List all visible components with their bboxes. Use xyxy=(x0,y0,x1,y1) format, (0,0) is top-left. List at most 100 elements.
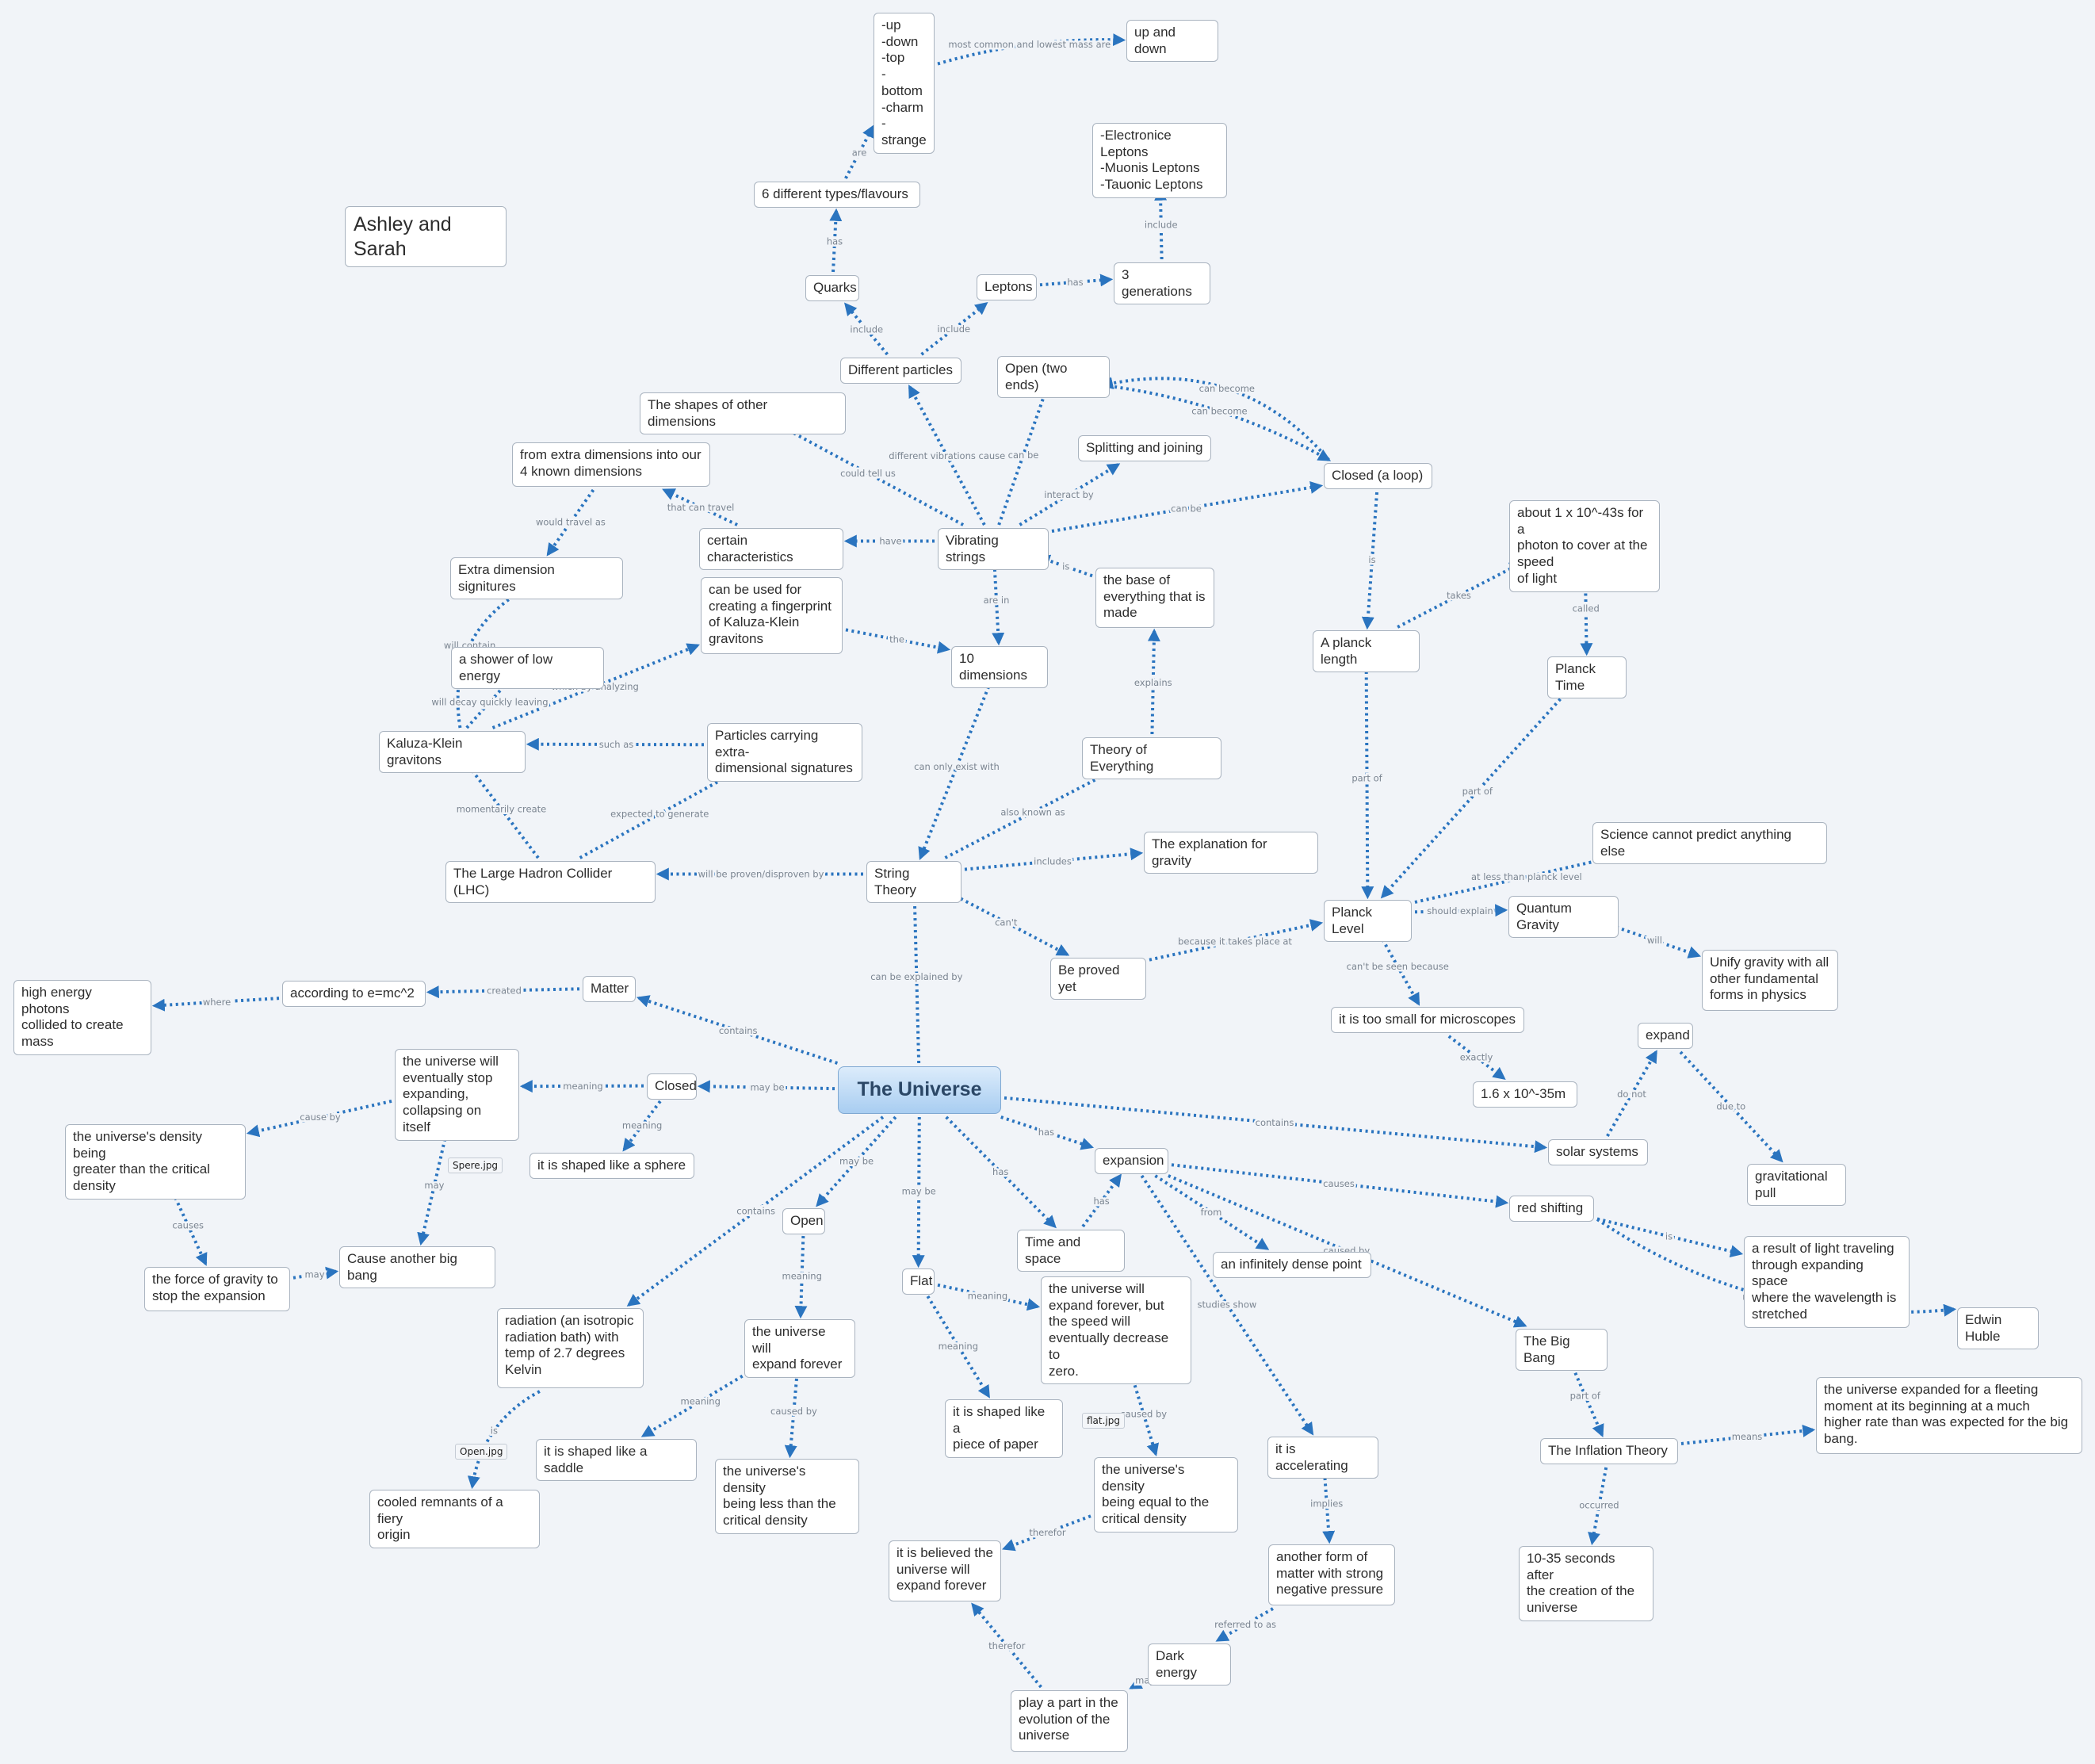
topic-quarks[interactable]: Quarks xyxy=(805,275,859,301)
topic-flat-meaning[interactable]: the universe will expand forever, but th… xyxy=(1041,1276,1191,1385)
topic-another-form[interactable]: another form of matter with strong negat… xyxy=(1268,1544,1395,1605)
link-label-halo: meaning xyxy=(939,1341,978,1352)
topic-photons[interactable]: high energy photons collided to create m… xyxy=(13,980,151,1055)
link-closed-loop-to-planck-len xyxy=(1361,492,1379,630)
link-another-form-to-dark-energy xyxy=(1215,1607,1274,1642)
topic-inflation-means[interactable]: the universe expanded for a fleeting mom… xyxy=(1816,1377,2082,1454)
topic-ten-dim[interactable]: 10 dimensions xyxy=(951,646,1048,689)
link-label-halo: studies show xyxy=(1198,1299,1257,1311)
topic-dense-point[interactable]: an infinitely dense point xyxy=(1213,1252,1371,1278)
topic-lepton-list[interactable]: -Electronice Leptons -Muonis Leptons -Ta… xyxy=(1092,123,1227,198)
link-label: because it takes place at xyxy=(1178,936,1292,947)
topic-expansion[interactable]: expansion xyxy=(1095,1148,1168,1174)
topic-density-less[interactable]: the universe's density being less than t… xyxy=(715,1459,859,1534)
topic-closed[interactable]: Closed xyxy=(647,1073,697,1100)
topic-gravity-expl[interactable]: The explanation for gravity xyxy=(1144,832,1318,874)
topic-dark-energy[interactable]: Dark energy xyxy=(1148,1643,1231,1686)
topic-universe[interactable]: The Universe xyxy=(838,1066,1001,1114)
link-label: cause by xyxy=(300,1112,341,1123)
topic-grav-pull[interactable]: gravitational pull xyxy=(1747,1164,1846,1207)
link-vibrating-to-diff-particles xyxy=(908,385,986,526)
topic-shapes[interactable]: The shapes of other dimensions xyxy=(640,392,846,435)
topic-matter[interactable]: Matter xyxy=(583,976,636,1002)
link-label-halo: may be xyxy=(750,1082,784,1093)
topic-hubble[interactable]: Edwin Huble xyxy=(1957,1307,2039,1350)
topic-particles-extra[interactable]: Particles carrying extra- dimensional si… xyxy=(707,723,862,783)
topic-cooled[interactable]: cooled remnants of a fiery origin xyxy=(369,1490,540,1549)
link-label-halo: has xyxy=(1067,277,1083,288)
topic-expand[interactable]: expand xyxy=(1638,1023,1693,1049)
topic-too-small[interactable]: it is too small for microscopes xyxy=(1331,1007,1524,1033)
topic-seconds[interactable]: 10-35 seconds after the creation of the … xyxy=(1519,1546,1653,1621)
topic-solar[interactable]: solar systems xyxy=(1548,1139,1648,1165)
topic-open-ends[interactable]: Open (two ends) xyxy=(997,356,1110,399)
topic-closed-loop[interactable]: Closed (a loop) xyxy=(1324,463,1432,489)
topic-six-types[interactable]: 6 different types/flavours xyxy=(754,182,920,208)
topic-accelerating[interactable]: it is accelerating xyxy=(1267,1437,1378,1479)
link-label: may xyxy=(304,1269,324,1280)
topic-paper-attachment-icon[interactable]: flat.jpg xyxy=(1082,1413,1125,1429)
topic-sphere[interactable]: it is shaped like a sphere xyxy=(529,1153,694,1179)
topic-flat[interactable]: Flat xyxy=(902,1268,935,1295)
link-planck-level-to-too-small xyxy=(1375,928,1420,1006)
link-label-halo: can become xyxy=(1191,406,1247,417)
topic-saddle[interactable]: it is shaped like a saddle xyxy=(536,1439,697,1482)
link-expansion-to-big-bang xyxy=(1168,1174,1527,1328)
topic-light-result[interactable]: a result of light traveling through expa… xyxy=(1744,1236,1910,1328)
topic-up-down[interactable]: up and down xyxy=(1126,20,1218,63)
link-flat-to-flat-meaning xyxy=(937,1283,1041,1311)
topic-stop-exp[interactable]: the universe will eventually stop expand… xyxy=(395,1049,519,1141)
topic-planck-level[interactable]: Planck Level xyxy=(1324,900,1412,943)
topic-kk[interactable]: Kaluza-Klein gravitons xyxy=(379,731,526,774)
topic-diff-particles[interactable]: Different particles xyxy=(840,358,961,384)
topic-another-bang[interactable]: Cause another big bang xyxy=(339,1246,495,1289)
topic-size[interactable]: 1.6 x 10^-35m xyxy=(1473,1081,1577,1108)
topic-leptons[interactable]: Leptons xyxy=(977,274,1037,300)
link-label: should explain xyxy=(1427,905,1493,916)
topic-shower[interactable]: a shower of low energy xyxy=(451,647,604,690)
topic-toe[interactable]: Theory of Everything xyxy=(1082,737,1221,780)
topic-paper[interactable]: it is shaped like a piece of paper xyxy=(945,1399,1063,1459)
topic-three-gen[interactable]: 3 generations xyxy=(1114,262,1210,305)
topic-radiation[interactable]: radiation (an isotropic radiation bath) … xyxy=(497,1308,644,1388)
topic-base[interactable]: the base of everything that is made xyxy=(1095,568,1214,628)
topic-be-proved[interactable]: Be proved yet xyxy=(1050,958,1146,1001)
topic-title[interactable]: Ashley and Sarah xyxy=(345,206,507,267)
topic-unify[interactable]: Unify gravity with all other fundamental… xyxy=(1702,950,1838,1011)
topic-split-join[interactable]: Splitting and joining xyxy=(1078,435,1211,461)
link-label: contains xyxy=(1256,1117,1294,1128)
topic-play-part[interactable]: play a part in the evolution of the univ… xyxy=(1011,1690,1128,1752)
topic-about[interactable]: about 1 x 10^-43s for a photon to cover … xyxy=(1509,500,1660,592)
topic-planck-time[interactable]: Planck Time xyxy=(1547,656,1627,699)
topic-open[interactable]: Open xyxy=(782,1208,825,1234)
topic-quantum-grav[interactable]: Quantum Gravity xyxy=(1508,896,1619,939)
topic-density-equal[interactable]: the universe's density being equal to th… xyxy=(1094,1457,1238,1532)
topic-cannot-predict[interactable]: Science cannot predict anything else xyxy=(1592,822,1827,865)
topic-time-space[interactable]: Time and space xyxy=(1017,1230,1125,1272)
topic-emc[interactable]: according to e=mc^2 xyxy=(282,981,426,1007)
link-label-halo: meaning xyxy=(968,1290,1007,1301)
topic-expand-forever[interactable]: the universe will expand forever xyxy=(744,1319,855,1379)
topic-big-bang[interactable]: The Big Bang xyxy=(1516,1329,1608,1372)
topic-string-theory[interactable]: String Theory xyxy=(866,861,961,904)
topic-force-gravity[interactable]: the force of gravity to stop the expansi… xyxy=(144,1267,290,1311)
link-label: caused by xyxy=(1120,1409,1167,1420)
link-label-halo: is xyxy=(1062,561,1069,572)
topic-vibrating[interactable]: Vibrating strings xyxy=(938,528,1049,571)
topic-believed[interactable]: it is believed the universe will expand … xyxy=(889,1540,1001,1601)
topic-quark-list[interactable]: -up -down -top -bottom -charm -strange xyxy=(874,13,935,154)
link-label: can't xyxy=(995,917,1018,928)
link-certain-to-from-extra xyxy=(662,488,738,526)
topic-certain[interactable]: certain characteristics xyxy=(699,528,843,571)
topic-from-extra[interactable]: from extra dimensions into our 4 known d… xyxy=(512,442,710,487)
topic-saddle-attachment-icon[interactable]: Open.jpg xyxy=(455,1444,508,1460)
topic-red-shift[interactable]: red shifting xyxy=(1509,1196,1594,1222)
topic-sphere-attachment-icon[interactable]: Spere.jpg xyxy=(448,1158,503,1173)
topic-extra-sig[interactable]: Extra dimension signitures xyxy=(450,557,623,600)
topic-planck-len[interactable]: A planck length xyxy=(1313,630,1420,673)
link-kk-to-extra-sig xyxy=(456,585,531,729)
topic-inflation[interactable]: The Inflation Theory xyxy=(1540,1438,1678,1464)
topic-fingerprint[interactable]: can be used for creating a fingerprint o… xyxy=(701,577,843,654)
topic-lhc[interactable]: The Large Hadron Collider (LHC) xyxy=(445,861,656,904)
topic-density-greater[interactable]: the universe's density being greater tha… xyxy=(65,1124,246,1200)
